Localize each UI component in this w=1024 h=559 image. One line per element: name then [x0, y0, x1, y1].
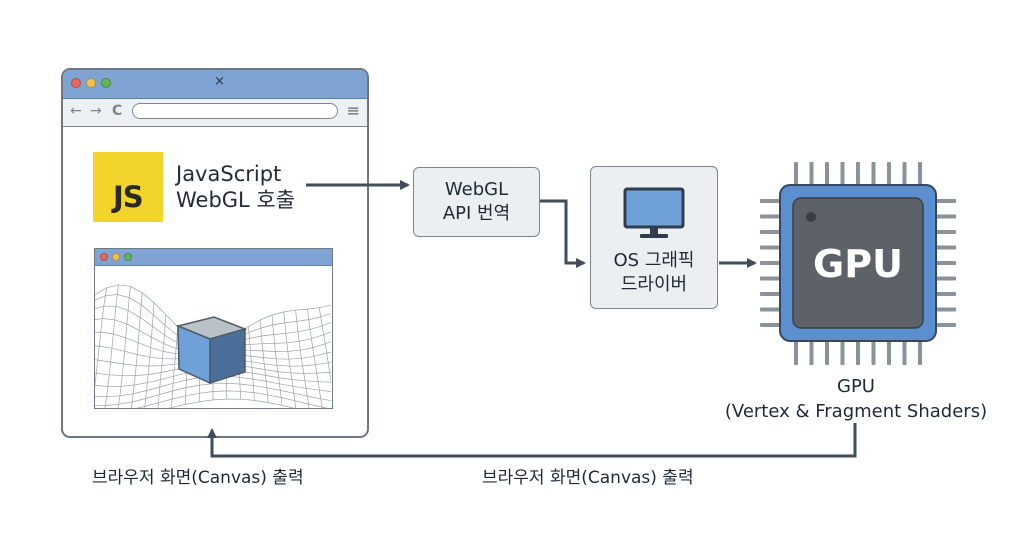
javascript-logo: JS	[93, 152, 163, 222]
canvas-close-dot	[100, 253, 108, 261]
webgl-canvas-window	[94, 248, 333, 409]
javascript-webgl-call-label: JavaScript WebGL 호출	[176, 162, 296, 212]
cube-icon	[175, 316, 248, 385]
hamburger-menu-icon[interactable]: ≡	[346, 101, 360, 120]
arrow-gpu-to-browser	[207, 423, 857, 458]
forward-arrow-icon[interactable]: →	[90, 103, 102, 119]
minimize-window-dot[interactable]	[86, 78, 96, 88]
browser-titlebar: ×	[63, 70, 367, 99]
browser-window: × ← → C ≡ JS JavaScript WebGL 호출	[61, 68, 369, 438]
output-label-left: 브라우저 화면(Canvas) 출력	[92, 468, 304, 488]
maximize-window-dot[interactable]	[101, 78, 111, 88]
browser-toolbar: ← → C ≡	[63, 99, 367, 127]
canvas-maximize-dot	[124, 253, 132, 261]
gpu-chip-label: GPU	[813, 242, 903, 286]
address-bar[interactable]	[132, 103, 338, 119]
monitor-icon	[623, 187, 685, 238]
webgl-api-translation-box: WebGL API 번역	[413, 167, 540, 237]
output-label-right: 브라우저 화면(Canvas) 출력	[482, 468, 694, 488]
back-arrow-icon[interactable]: ←	[70, 103, 82, 119]
arrow-webgl-to-driver	[540, 199, 586, 268]
gpu-caption: GPU (Vertex & Fragment Shaders)	[724, 376, 988, 422]
wireframe-terrain	[95, 284, 331, 408]
os-graphics-driver-box: OS 그래픽 드라이버	[590, 166, 718, 309]
reload-icon[interactable]: C	[112, 103, 123, 119]
js-logo-text: JS	[113, 180, 144, 214]
tab-close-icon[interactable]: ×	[214, 74, 225, 89]
gpu-chip-icon: GPU	[760, 162, 956, 365]
canvas-minimize-dot	[112, 253, 120, 261]
close-window-dot[interactable]	[71, 78, 81, 88]
canvas-titlebar	[95, 249, 332, 266]
